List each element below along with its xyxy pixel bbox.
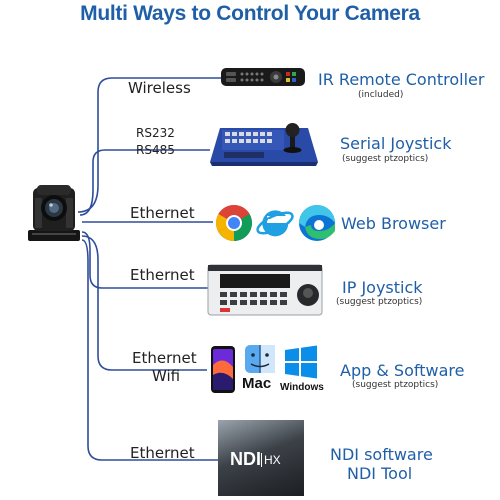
device-note-ir-remote: (included)	[358, 90, 404, 100]
ip-joystick-icon	[207, 264, 323, 316]
ndi-hx-logo: NDI HX	[218, 420, 304, 496]
windows-label: Windows	[280, 382, 324, 393]
device-title-web-browser: Web Browser	[341, 214, 446, 233]
device-note-app-software: (suggest ptzoptics)	[352, 380, 439, 390]
smartphone-icon	[211, 346, 235, 393]
hx-logo-text: HX	[261, 452, 281, 467]
ptz-camera-icon	[28, 185, 80, 241]
ie-icon	[256, 210, 294, 237]
connection-label-ethernet: Ethernet	[132, 349, 197, 367]
connection-label-rs232: RS232	[136, 126, 175, 140]
mac-label: Mac	[242, 375, 272, 392]
device-note-ip-joystick: (suggest ptzoptics)	[336, 297, 423, 307]
ir-remote-icon	[221, 68, 305, 86]
browser-icons	[215, 204, 335, 242]
device-note-serial-joystick: (suggest ptzoptics)	[342, 154, 429, 164]
windows-logo-icon	[285, 345, 317, 379]
connection-label-ethernet: Ethernet	[130, 444, 195, 462]
device-title-ndi-software: NDI software	[330, 445, 433, 464]
device-title-serial-joystick: Serial Joystick	[340, 134, 452, 153]
serial-joystick-icon	[210, 123, 318, 166]
page-title: Multi Ways to Control Your Camera	[80, 2, 420, 25]
chrome-icon	[215, 204, 253, 242]
connection-label-wireless: Wireless	[128, 79, 191, 97]
device-title-app-software: App & Software	[340, 361, 465, 380]
connection-label-ethernet: Ethernet	[130, 266, 195, 284]
device-title-ndi-tool: NDI Tool	[347, 464, 413, 483]
ndi-logo-text: NDI	[230, 449, 261, 469]
line-ethernet-ndi	[81, 239, 218, 461]
device-title-ip-joystick: IP Joystick	[342, 278, 423, 297]
connection-label-rs485: RS485	[136, 143, 175, 157]
line-serial	[79, 149, 210, 216]
mac-finder-icon	[245, 345, 275, 373]
connection-label-ethernet: Ethernet	[130, 204, 195, 222]
device-title-ir-remote: IR Remote Controller	[318, 70, 485, 89]
line-ethernet-app	[81, 235, 207, 371]
edge-icon	[299, 205, 335, 241]
connection-label-wifi: Wifi	[152, 367, 181, 385]
